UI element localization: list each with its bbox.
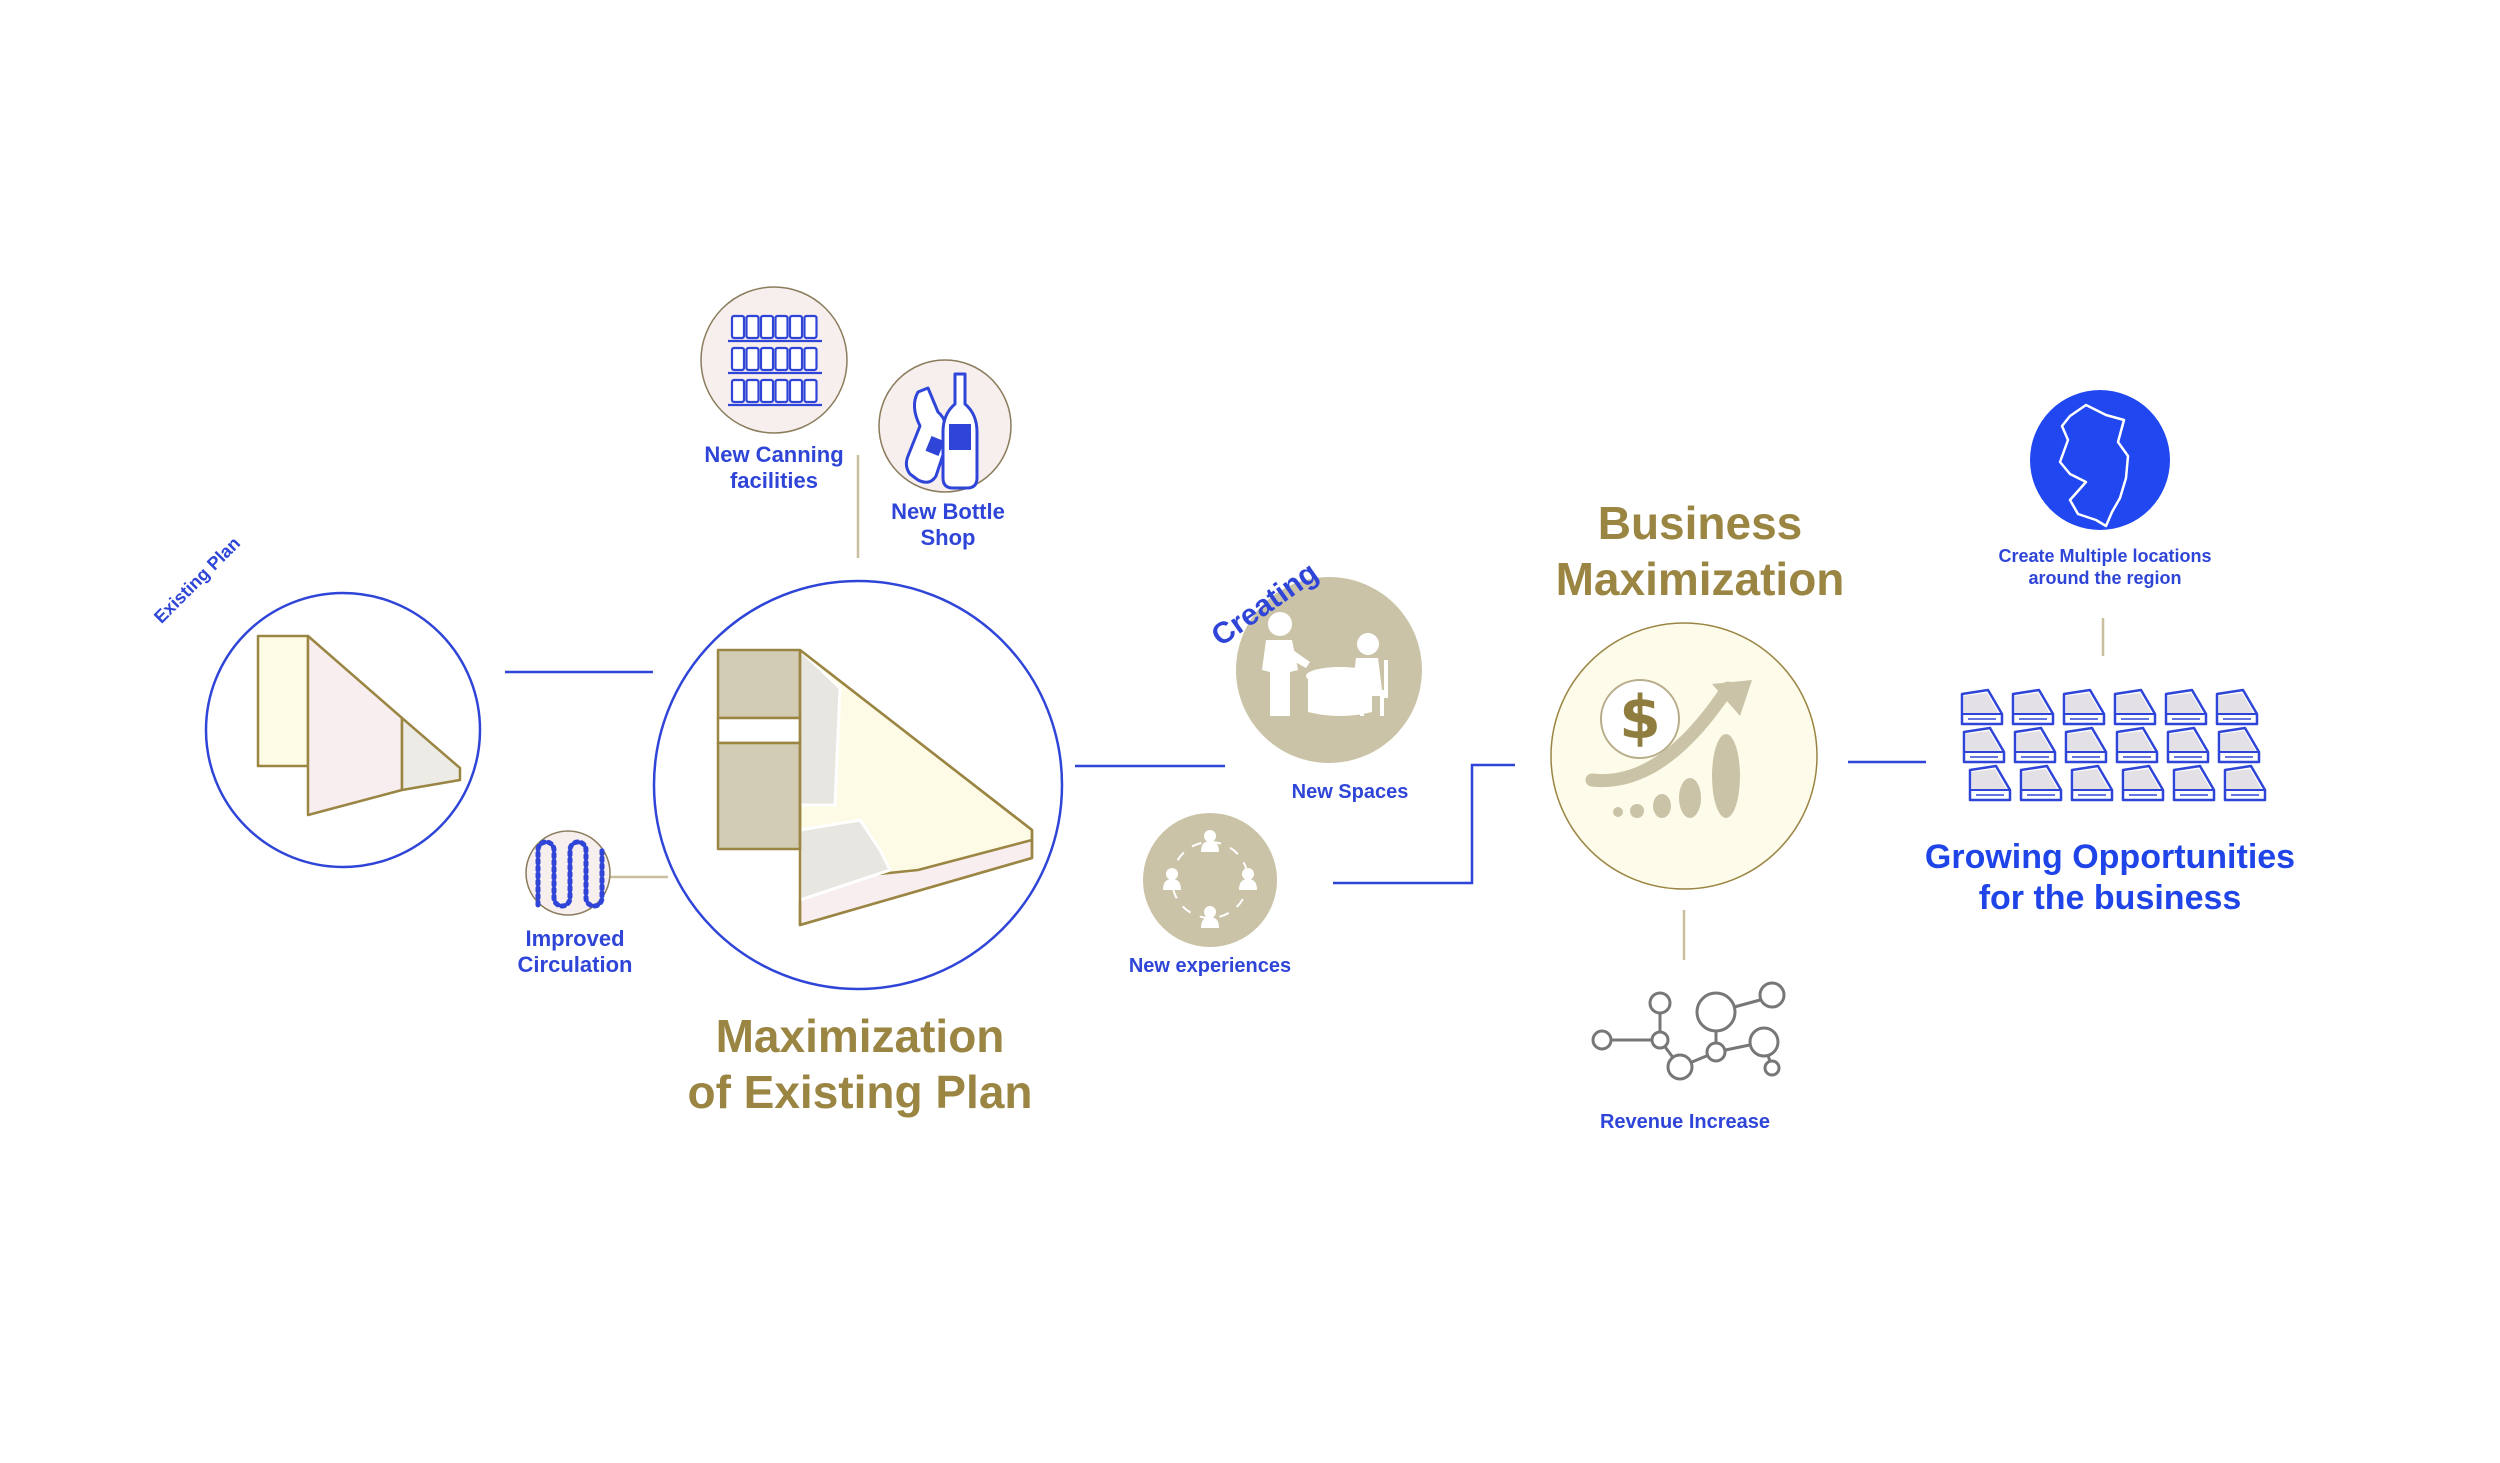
can-icon — [774, 346, 789, 372]
can-icon — [759, 346, 775, 372]
building-icon — [2217, 726, 2261, 764]
building-icon — [2064, 726, 2108, 764]
can-icon — [788, 346, 804, 372]
building-icon — [1960, 688, 2004, 726]
building-icon — [2166, 726, 2210, 764]
people-circle-icon — [1163, 830, 1257, 928]
building-icon — [2070, 764, 2114, 802]
new-spaces-label: New Spaces — [1291, 781, 1409, 803]
can-icon — [745, 314, 760, 340]
connector-experiences-to-business — [1333, 763, 1515, 885]
business-circle — [1550, 622, 1818, 890]
bottles-icon — [904, 372, 979, 490]
maximization-floorplan — [716, 648, 1034, 927]
business-node — [1550, 622, 1818, 890]
building-icon — [2115, 726, 2159, 764]
state-map-icon — [2058, 403, 2130, 528]
building-icon — [2019, 764, 2063, 802]
cans-on-shelves-icon — [728, 314, 822, 407]
new-experiences-label: New experiences — [1128, 955, 1292, 977]
existing-plan-floorplan — [256, 634, 462, 817]
people-at-table-icon — [1262, 612, 1388, 716]
can-icon — [788, 314, 804, 340]
can-icon — [745, 378, 760, 404]
can-icon — [759, 378, 775, 404]
circulation-node — [525, 830, 611, 916]
can-icon — [774, 378, 789, 404]
can-icon — [745, 346, 760, 372]
maximization-node — [652, 579, 1064, 991]
building-icon — [2013, 726, 2057, 764]
building-icon — [1968, 764, 2012, 802]
create-multiple-label: Create Multiple locations around the reg… — [1998, 546, 2212, 588]
building-icon — [2011, 688, 2055, 726]
growing-title: Growing Opportunities for the business — [1924, 838, 2296, 917]
business-title: Business Maximization — [1555, 497, 1845, 606]
can-icon — [730, 346, 746, 372]
person-icon — [1201, 830, 1219, 852]
building-icon — [2121, 764, 2165, 802]
network-nodes-icon — [1591, 981, 1786, 1081]
building-icon — [2062, 688, 2106, 726]
can-icon — [730, 314, 746, 340]
new-experiences-circle — [1143, 813, 1277, 947]
new-spaces-node — [1236, 577, 1422, 763]
building-grid-icon — [1960, 688, 2267, 802]
can-icon — [788, 378, 804, 404]
bottle-node — [878, 359, 1012, 493]
improved-circulation-label: Improved Circulation — [517, 926, 633, 978]
person-icon — [1163, 868, 1181, 890]
building-icon — [1962, 726, 2006, 764]
region-node — [2030, 390, 2170, 530]
revenue-increase-label: Revenue Increase — [1599, 1111, 1771, 1133]
new-canning-label: New Canning facilities — [704, 442, 844, 494]
building-icon — [2215, 688, 2259, 726]
person-icon — [1239, 868, 1257, 890]
new-bottle-label: New Bottle Shop — [891, 499, 1005, 551]
winding-path-icon — [535, 839, 605, 909]
dollar-growth-chart-icon — [1585, 679, 1752, 818]
can-icon — [759, 314, 775, 340]
maximization-title: Maximization of Existing Plan — [687, 1010, 1033, 1119]
person-icon — [1201, 906, 1219, 928]
canning-node — [700, 286, 848, 434]
building-icon — [2113, 688, 2157, 726]
can-icon — [730, 378, 746, 404]
can-icon — [774, 314, 789, 340]
can-icon — [803, 314, 818, 340]
connector-lines — [505, 455, 2105, 960]
building-icon — [2223, 764, 2267, 802]
existing-plan-node — [204, 591, 482, 869]
building-icon — [2164, 688, 2208, 726]
new-experiences-node — [1143, 813, 1277, 947]
can-icon — [803, 346, 818, 372]
dollar-sign-icon: $ — [1619, 683, 1661, 753]
can-icon — [803, 378, 818, 404]
building-icon — [2172, 764, 2216, 802]
